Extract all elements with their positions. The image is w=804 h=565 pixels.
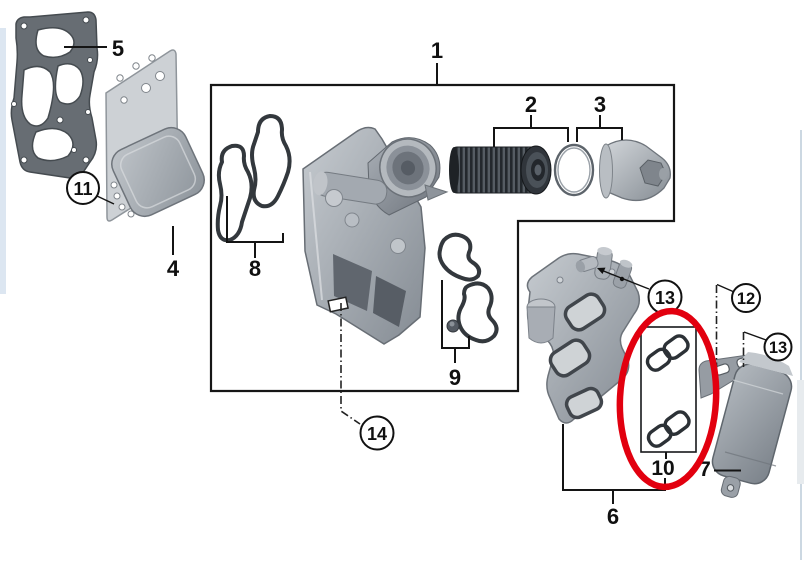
callout-3[interactable]: 3: [594, 92, 606, 117]
right-edge-line: [800, 130, 802, 560]
left-edge-strip: [0, 28, 6, 294]
callout-11[interactable]: 11: [73, 179, 92, 199]
leader-13a-dot: [619, 276, 625, 282]
leader-11: [96, 195, 115, 205]
leader-13b-link: [743, 331, 767, 341]
oil-filter-housing: [302, 126, 449, 345]
callout-10[interactable]: 10: [651, 457, 674, 480]
housing-neck-rim: [379, 138, 437, 198]
callout-4[interactable]: 4: [167, 256, 180, 281]
callout-14[interactable]: 14: [367, 424, 387, 444]
callout-13b[interactable]: 13: [769, 339, 787, 357]
oil-filter-element: [449, 145, 552, 195]
callout-8[interactable]: 8: [249, 256, 261, 281]
group-box-1: [209, 83, 676, 393]
o-ring: [553, 143, 595, 197]
gasket-set-part-9: [437, 232, 499, 344]
callout-circle-11[interactable]: [66, 171, 100, 205]
leader-14: [340, 303, 361, 425]
callout-circle-13b[interactable]: [763, 332, 793, 362]
callout-circle-14[interactable]: [359, 415, 395, 451]
leader-12-link: [716, 283, 734, 293]
callout-6[interactable]: 6: [607, 504, 619, 529]
callout-circle-12[interactable]: [731, 283, 761, 313]
callout-2[interactable]: 2: [525, 92, 537, 117]
leader-13a: [600, 269, 650, 290]
gasket-set-part-8: [215, 114, 292, 243]
cooler-body: [111, 126, 205, 218]
callout-13a[interactable]: 13: [655, 288, 675, 308]
filter-cap: [599, 139, 671, 202]
callout-5[interactable]: 5: [112, 36, 124, 61]
housing-tag: [327, 296, 349, 313]
callout-7[interactable]: 7: [699, 458, 711, 481]
leader-13a-arrow: [597, 267, 606, 274]
right-edge-strip: [797, 380, 804, 484]
highlight-ellipse: [616, 307, 720, 491]
callout-9[interactable]: 9: [449, 365, 461, 390]
callout-1[interactable]: 1: [431, 38, 443, 63]
gasket-part-5: [10, 11, 99, 179]
bracket-3: [576, 127, 623, 142]
bracket-2: [493, 127, 569, 147]
oil-filter-housing-part-6: [526, 247, 641, 424]
oil-cooler-part-4: [105, 49, 205, 222]
callout-12[interactable]: 12: [737, 290, 755, 308]
gasket-pair-part-10: [640, 326, 697, 453]
housing-6-bolt: [575, 256, 599, 273]
